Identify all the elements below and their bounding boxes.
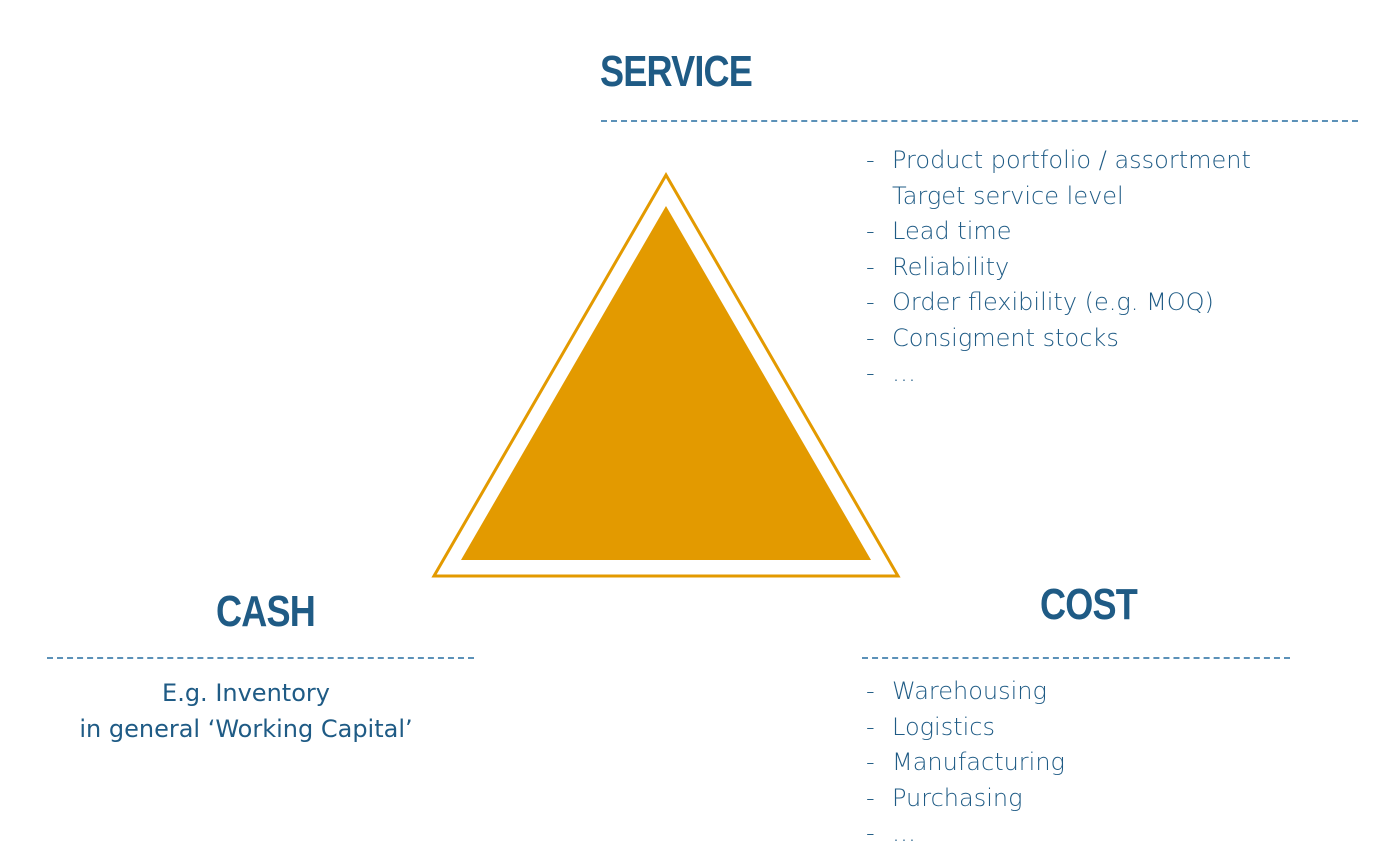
cost-list-item-text: … [892,819,916,847]
cost-list-item: -… [866,816,1065,852]
service-list-item-text: Order flexibility (e.g. MOQ) [892,288,1214,316]
cost-list-item: -Purchasing [866,781,1065,817]
cash-divider [47,657,474,659]
cost-list-item: -Logistics [866,710,1065,746]
service-divider [601,120,1358,122]
dash-bullet: - [866,323,875,352]
cost-list-item-text: Purchasing [892,783,1023,812]
cost-list: -Warehousing-Logistics-Manufacturing-Pur… [866,674,1065,852]
service-list-item-text: Consigment stocks [892,323,1119,352]
dash-bullet: - [866,677,875,705]
service-list-item: -Lead time [866,214,1251,250]
cost-title: COST [1040,580,1138,629]
service-list-item: -Consigment stocks [866,321,1251,357]
cash-line-2: in general ‘Working Capital’ [79,715,413,743]
dash-bullet: - [866,359,875,387]
dash-bullet: - [866,748,875,776]
dash-bullet: - [866,783,875,812]
service-list-item: -Reliability [866,250,1251,286]
service-list-item-text: … [892,359,916,387]
cost-list-item-text: Manufacturing [892,748,1065,776]
dash-bullet: - [866,217,875,245]
service-list-item: -Order flexibility (e.g. MOQ) [866,285,1251,321]
cost-list-item-text: Warehousing [892,677,1047,705]
service-list-item-text: Target service level [892,181,1124,210]
service-list-item-text: Reliability [892,252,1010,281]
service-list-item: -Product portfolio / assortment [866,143,1251,179]
cost-list-item: -Warehousing [866,674,1065,710]
triangle-outline [431,172,901,578]
service-title: SERVICE [600,47,753,96]
dash-bullet: - [866,146,875,174]
cost-divider [862,657,1290,659]
cost-list-item-text: Logistics [892,712,995,741]
dash-bullet: - [866,712,875,741]
service-list-item-text: Product portfolio / assortment [892,146,1251,174]
service-list-item: -… [866,356,1251,392]
cash-description: E.g. Inventory in general ‘Working Capit… [47,675,445,747]
dash-bullet: - [866,252,875,281]
cash-line-1: E.g. Inventory [162,679,330,707]
service-list-item-text: Lead time [892,217,1012,245]
dash-bullet: - [866,288,875,316]
dash-bullet: - [866,819,875,847]
cost-list-item: -Manufacturing [866,745,1065,781]
cash-title: CASH [216,587,316,636]
triangle-fill [461,206,871,560]
service-list-item: Target service level [866,179,1251,215]
